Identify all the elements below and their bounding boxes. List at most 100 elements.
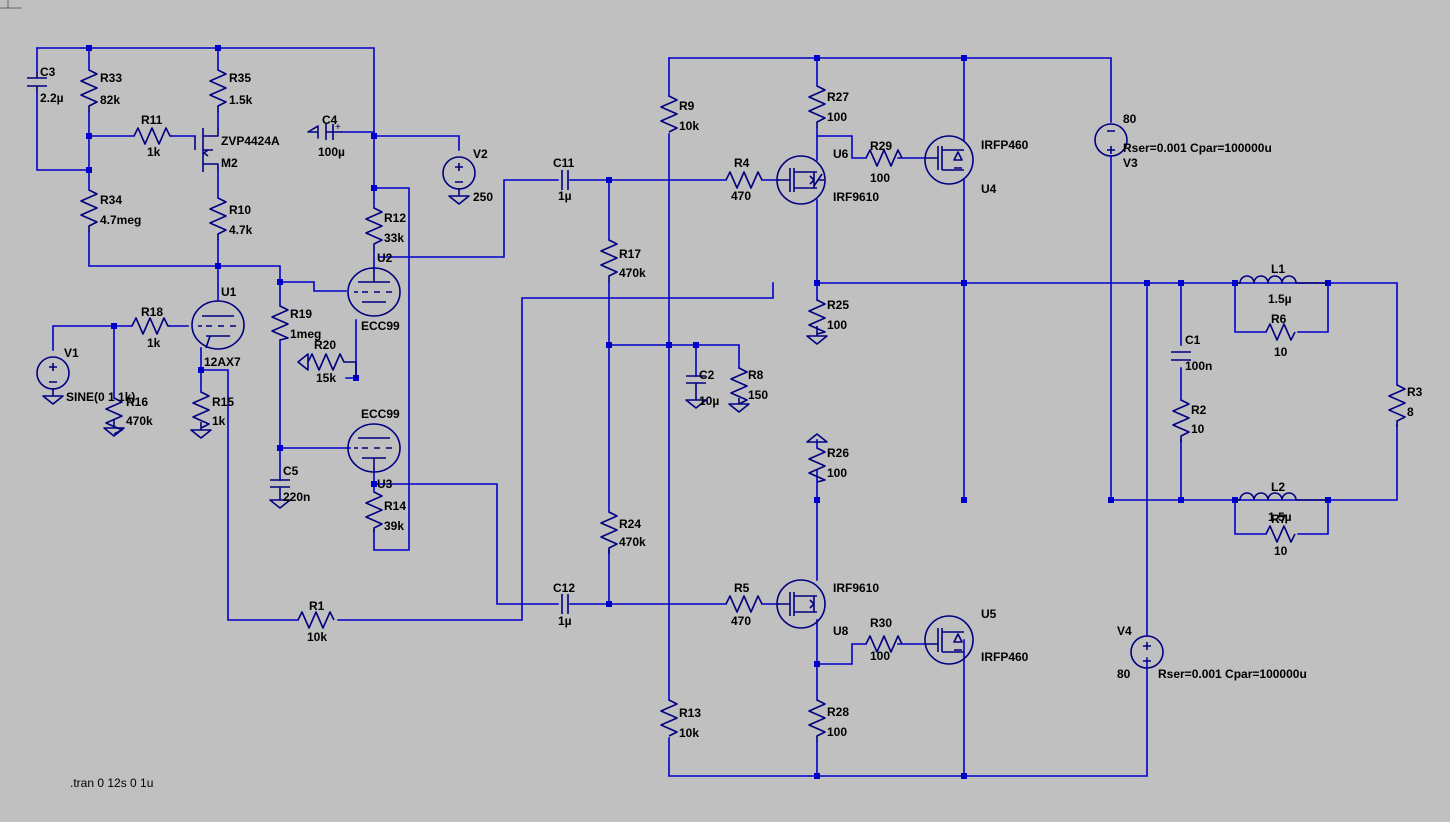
R1-symbol: [297, 611, 335, 629]
R9-symbol: [660, 95, 678, 133]
R18-ref: R18: [141, 305, 163, 319]
R8-value: 150: [748, 388, 768, 402]
V4-params: Rser=0.001 Cpar=100000u: [1158, 667, 1307, 681]
R35-symbol: [209, 69, 227, 112]
R26-ref: R26: [827, 446, 849, 460]
C11-symbol: [561, 170, 569, 190]
R27-symbol: [808, 85, 826, 128]
R24-ref: R24: [619, 517, 641, 531]
C12-symbol: [561, 594, 569, 614]
mosfet-symbols: [194, 128, 974, 665]
R2-value: 10: [1191, 422, 1205, 436]
R35-ref: R35: [229, 71, 251, 85]
R6-symbol: [1265, 323, 1296, 341]
V3-value: 80: [1123, 112, 1137, 126]
U2-model: ECC99: [361, 319, 400, 333]
R6-value: 10: [1274, 345, 1288, 359]
R25-symbol: [808, 299, 826, 335]
R28-value: 100: [827, 725, 847, 739]
R25-ref: R25: [827, 298, 849, 312]
R24-symbol: [600, 511, 618, 554]
R17-ref: R17: [619, 247, 641, 261]
R34-value: 4.7meg: [100, 213, 141, 227]
R19-ref: R19: [290, 307, 312, 321]
L1-ref: L1: [1271, 262, 1285, 276]
R13-value: 10k: [679, 726, 699, 740]
R19-symbol: [271, 305, 289, 341]
R10-symbol: [209, 197, 227, 240]
svg-text:+: +: [335, 122, 341, 133]
C2-value: 10µ: [699, 394, 719, 408]
R12-symbol: [365, 207, 383, 250]
R24-value: 470k: [619, 535, 646, 549]
R14-symbol: [365, 491, 383, 532]
R10-value: 4.7k: [229, 223, 253, 237]
R27-ref: R27: [827, 90, 849, 104]
R15-ref: R15: [212, 395, 234, 409]
R18-symbol: [131, 317, 170, 335]
U3-model: ECC99: [361, 407, 400, 421]
resistor-symbols: [80, 69, 1406, 742]
tube-symbols: [191, 267, 401, 473]
U5-model: IRFP460: [981, 650, 1029, 664]
R10-ref: R10: [229, 203, 251, 217]
U2-ref: U2: [377, 251, 393, 265]
U6-ref: U6: [833, 147, 849, 161]
U5-ref: U5: [981, 607, 997, 621]
resistor-symbols-h: [131, 127, 1296, 653]
R8-symbol: [730, 367, 748, 405]
R5-symbol: [725, 595, 763, 613]
V2-value: 250: [473, 190, 493, 204]
C4-value: 100µ: [318, 145, 345, 159]
R7-symbol: [1265, 525, 1296, 543]
R11-ref: R11: [141, 113, 163, 127]
V3-ref: V3: [1123, 156, 1138, 170]
R19-value: 1meg: [290, 327, 321, 341]
R33-symbol: [80, 69, 98, 112]
U6-model: IRF9610: [833, 190, 879, 204]
R28-ref: R28: [827, 705, 849, 719]
U8-model: IRF9610: [833, 581, 879, 595]
C1-value: 100n: [1185, 359, 1212, 373]
R3-value: 8: [1407, 405, 1414, 419]
R20-symbol: [307, 353, 357, 378]
C11-ref: C11: [553, 156, 575, 170]
R30-symbol: [865, 635, 903, 653]
wires: [36, 47, 1398, 777]
R26-symbol: [808, 447, 826, 483]
C3-symbol: [27, 72, 47, 92]
inductor-symbols: [1235, 275, 1328, 501]
R27-value: 100: [827, 110, 847, 124]
U4-model: IRFP460: [981, 138, 1029, 152]
R8-ref: R8: [748, 368, 764, 382]
R29-value: 100: [870, 171, 890, 185]
R4-symbol: [725, 171, 763, 189]
R4-ref: R4: [734, 156, 750, 170]
C3-ref: C3: [40, 65, 56, 79]
R11-value: 1k: [147, 145, 161, 159]
M2-symbol: [194, 128, 219, 172]
R28-symbol: [808, 699, 826, 742]
V1-value: SINE(0 1 1k): [66, 390, 135, 404]
R30-ref: R30: [870, 616, 892, 630]
R7-ref: R7: [1271, 512, 1287, 526]
V1-ref: V1: [64, 346, 79, 360]
R13-symbol: [660, 699, 678, 737]
V4-ref: V4: [1117, 624, 1132, 638]
C4-symbol: [325, 124, 342, 140]
C2-symbol: [686, 375, 706, 400]
U4-ref: U4: [981, 182, 997, 196]
C1-ref: C1: [1185, 333, 1201, 347]
capacitor-symbols: +: [27, 72, 1191, 614]
U3-ref: U3: [377, 477, 393, 491]
R29-symbol: [865, 149, 903, 167]
R11-symbol: [133, 127, 172, 145]
R5-value: 470: [731, 614, 751, 628]
R34-ref: R34: [100, 193, 122, 207]
C2-ref: C2: [699, 368, 715, 382]
U1-model: 12AX7: [204, 355, 241, 369]
R14-ref: R14: [384, 499, 406, 513]
R4-value: 470: [731, 189, 751, 203]
R17-value: 470k: [619, 266, 646, 280]
